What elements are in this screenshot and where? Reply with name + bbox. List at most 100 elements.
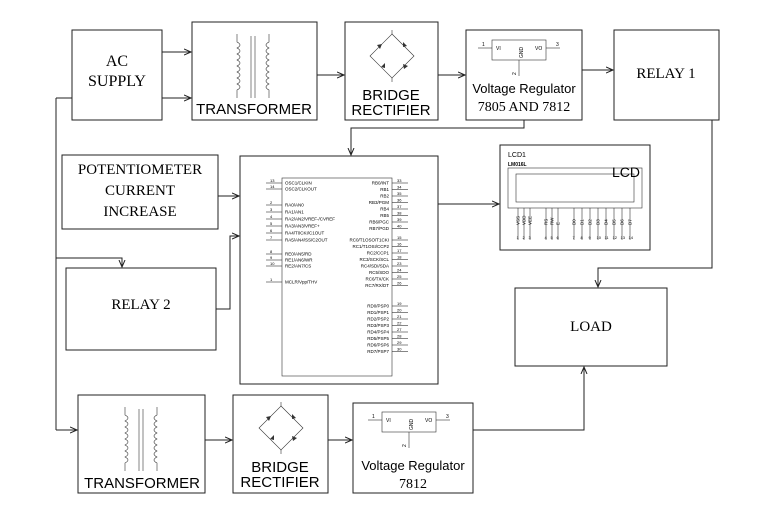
mcu-left-pin-num: 4 xyxy=(270,214,273,219)
mcu-left-pin-name: OSC1/CLKIN xyxy=(285,181,312,186)
mcu-left-pin-num: 13 xyxy=(270,178,275,183)
lcd-pin-label: E xyxy=(556,222,561,225)
lcd-pin-num: 12 xyxy=(613,235,618,240)
vreg-top-pin3: 3 xyxy=(556,42,559,48)
mcu-left-pin-name: RE0/AN5/RD xyxy=(285,252,312,257)
connectors xyxy=(55,52,713,440)
transformer-bottom-label: TRANSFORMER xyxy=(84,475,200,492)
mcu-right-pin-name: RC2/CCP1 xyxy=(367,251,390,256)
mcu-left-pin-num: 1 xyxy=(270,277,273,282)
relay2-block: RELAY 2 xyxy=(65,267,217,351)
lcd-pin-num: 14 xyxy=(629,235,634,240)
mcu-right-pin-num: 39 xyxy=(397,217,402,222)
arrow-vreg-bottom-to-load xyxy=(473,367,584,431)
mcu-right-pin-name: RC5/SDO xyxy=(369,270,390,275)
vreg-top-sub: 7805 AND 7812 xyxy=(478,100,571,115)
mcu-left-pin-name: RE1/AN6/WR xyxy=(285,258,313,263)
load-block: LOAD xyxy=(514,287,668,367)
mcu-right-pin-num: 36 xyxy=(397,198,402,203)
mcu-left-pin-name: OSC2/CLKOUT xyxy=(285,187,317,192)
transformer-top-icon xyxy=(236,34,270,98)
bridge-top-line1: BRIDGE xyxy=(362,87,420,104)
mcu-left-pin-name: RE2/AN7/CS xyxy=(285,264,311,269)
mcu-right-pin-num: 37 xyxy=(397,204,402,209)
vreg-bottom-pin1: 1 xyxy=(372,414,375,420)
relay1-block: RELAY 1 xyxy=(613,29,720,121)
mcu-left-pin-name: RA1/AN1 xyxy=(285,210,304,215)
vreg-bottom-title: Voltage Regulator xyxy=(361,458,465,473)
mcu-left-pin-num: 2 xyxy=(270,200,273,205)
lcd-pin-label: VDD xyxy=(522,215,527,225)
lcd-pin-num: 4 xyxy=(545,235,548,240)
lcd-block: LCD1 LM016L LCD VSS1VDD2VEE3RS4RW5E6D07D… xyxy=(499,144,651,251)
mcu-right-pin-name: RD2/PSP2 xyxy=(367,317,389,322)
vreg-top-vo: VO xyxy=(535,46,542,52)
bridge-bottom-icon xyxy=(258,402,304,454)
potentiometer-block: POTENTIOMETER CURRENT INCREASE xyxy=(61,154,219,230)
mcu-right-pin-name: RD3/PSP3 xyxy=(367,323,389,328)
mcu-right-pin-name: RD7/PSP7 xyxy=(367,349,389,354)
mcu-right-pin-name: RB4 xyxy=(380,207,389,212)
vreg-bottom-sub: 7812 xyxy=(399,477,427,492)
mcu-right-pin-num: 30 xyxy=(397,347,402,352)
mcu-right-pin-name: RD6/PSP6 xyxy=(367,343,389,348)
vreg-top-icon: 1 3 VI VO GND 2 xyxy=(478,39,560,76)
lcd-pin-label: D7 xyxy=(628,219,633,225)
ac-supply-line1: AC xyxy=(106,53,128,70)
ac-supply-line2: SUPPLY xyxy=(88,73,146,90)
lcd-pin-label: D6 xyxy=(620,219,625,225)
mcu-right-pin-name: RC0/T1OSO/T1CKI xyxy=(349,238,389,243)
vreg-top-vi: VI xyxy=(496,46,501,52)
mcu-left-pin-num: 7 xyxy=(270,235,273,240)
mcu-right-pin-num: 22 xyxy=(397,321,402,326)
lcd-pin-label: D4 xyxy=(604,219,609,225)
vreg-bottom-gnd: GND xyxy=(409,419,415,431)
lcd-pin-label: D2 xyxy=(588,219,593,225)
mcu-right-pin-num: 23 xyxy=(397,261,402,266)
mcu-right-pin-name: RD5/PSP5 xyxy=(367,336,389,341)
lcd-pin-num: 7 xyxy=(573,235,576,240)
mcu-right-pin-name: RB7/PGD xyxy=(369,226,390,231)
bridge-top-icon xyxy=(369,30,415,82)
vreg-top-pin1: 1 xyxy=(482,42,485,48)
mcu-right-pin-num: 18 xyxy=(397,255,402,260)
mcu-left-pin-num: 5 xyxy=(270,221,273,226)
mcu-left-pin-name: RA0/AN0 xyxy=(285,203,304,208)
mcu-right-pin-name: RB6/PGC xyxy=(369,220,390,225)
lcd-pin-label: D1 xyxy=(580,219,585,225)
mcu-right-pin-num: 38 xyxy=(397,211,402,216)
lcd-pin-num: 6 xyxy=(557,235,560,240)
lcd-pin-num: 3 xyxy=(529,235,532,240)
vreg-top-block: 1 3 VI VO GND 2 Voltage Regulator 7805 A… xyxy=(465,29,583,121)
lcd-pin-num: 5 xyxy=(551,235,554,240)
lcd-pins: VSS1VDD2VEE3RS4RW5E6D07D18D29D310D411D51… xyxy=(516,208,634,240)
mcu-right-pin-num: 16 xyxy=(397,242,402,247)
vreg-bottom-pin3: 3 xyxy=(446,414,449,420)
bridge-bottom-block: BRIDGE RECTIFIER xyxy=(232,394,329,494)
mcu-left-pin-num: 10 xyxy=(270,261,275,266)
mcu-right-pin-num: 24 xyxy=(397,268,402,273)
bridge-bottom-line1: BRIDGE xyxy=(251,459,309,476)
mcu-right-pin-num: 25 xyxy=(397,274,402,279)
vreg-top-title: Voltage Regulator xyxy=(472,81,576,96)
mcu-right-pin-name: RB1 xyxy=(380,187,389,192)
lcd-pin-label: D3 xyxy=(596,219,601,225)
bridge-top-line2: RECTIFIER xyxy=(351,102,430,119)
transformer-bottom-icon xyxy=(124,407,158,471)
mcu-right-pin-num: 34 xyxy=(397,185,402,190)
mcu-right-pin-name: RB5 xyxy=(380,213,389,218)
lcd-pin-label: VSS xyxy=(516,216,521,225)
transformer-bottom-block: TRANSFORMER xyxy=(77,394,206,494)
transformer-top-label: TRANSFORMER xyxy=(196,101,312,118)
relay2-label: RELAY 2 xyxy=(111,297,170,313)
mcu-left-pin-name: MCLR/Vpp/THV xyxy=(285,280,317,285)
mcu-right-pin-name: RC7/RX/DT xyxy=(365,283,389,288)
mcu-right-pin-num: 15 xyxy=(397,235,402,240)
mcu-left-pin-name: RA2/AN2/VREF-/CVREF xyxy=(285,217,335,222)
mcu-right-pin-name: RD0/PSP0 xyxy=(367,304,389,309)
arrow-bus-to-relay2 xyxy=(56,257,122,267)
mcu-right-pin-num: 20 xyxy=(397,308,402,313)
